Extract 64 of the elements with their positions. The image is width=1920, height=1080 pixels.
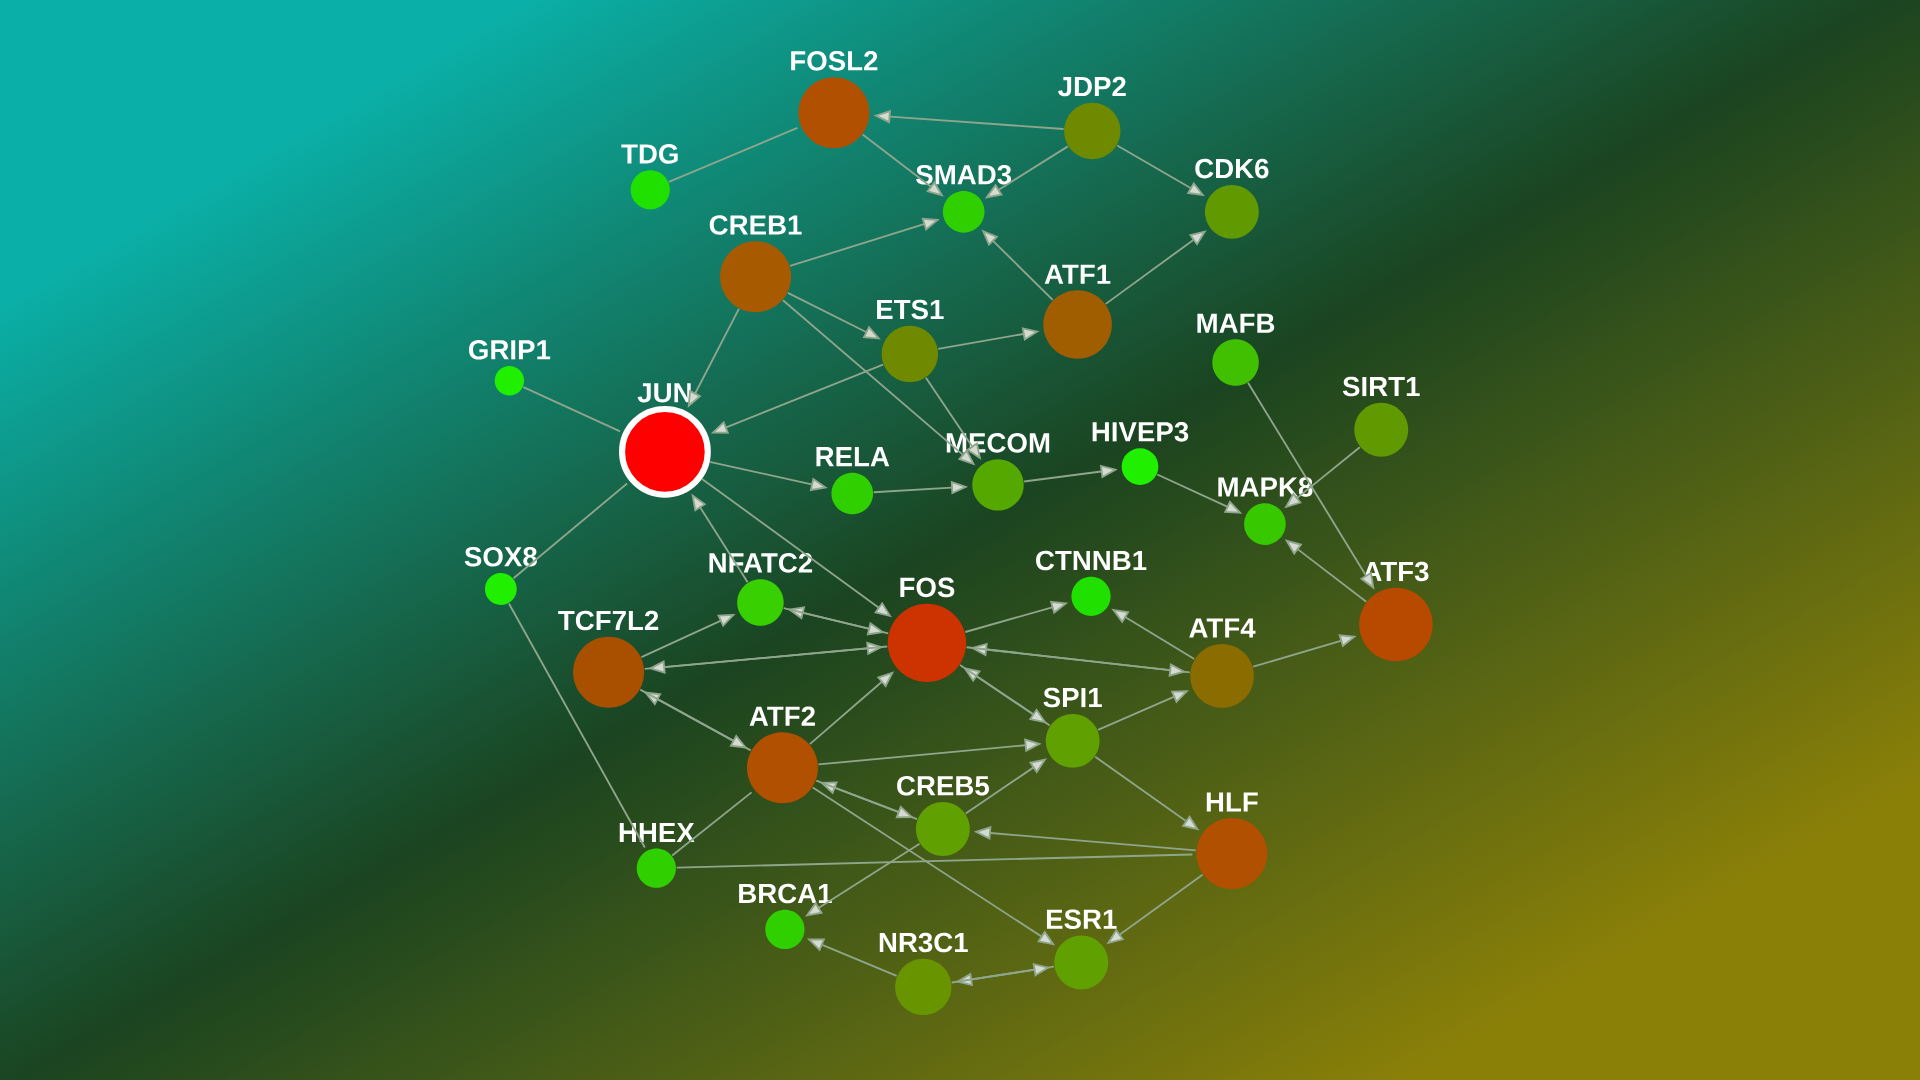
connector-line [508,602,646,849]
gene-node: TDG [621,144,678,210]
node-label: CTNNB1 [1036,550,1147,571]
node-label: JDP2 [1058,76,1126,97]
node-label: FOSL2 [791,51,878,71]
node-label: ETS1 [877,299,944,320]
node-label: CREB5 [897,775,989,796]
gene-node: JUN [619,383,711,498]
gene-node: HIVEP3 [1092,422,1189,485]
gene-node: ATF1 [1043,264,1112,359]
gene-node: NR3C1 [879,932,968,1016]
gene-node: SOX8 [464,547,537,605]
node-label: SIRT1 [1342,376,1420,397]
gene-node: SIRT1 [1342,376,1420,457]
gene-node: ATF4 [1189,618,1256,708]
node-label: NFATC2 [709,553,813,573]
gene-node: CREB5 [897,775,989,856]
gene-node: ESR1 [1046,909,1117,990]
connector-line [675,853,1194,869]
gene-node: MAPK8 [1218,477,1313,545]
node-label: GRIP1 [469,340,551,360]
node-label: CDK6 [1195,158,1269,179]
connector-line [512,482,629,580]
connector-line [667,127,799,183]
node-label: MAPK8 [1218,477,1313,497]
node-label: ATF4 [1189,618,1256,638]
node-label: HHEX [619,823,695,843]
gene-node: RELA [816,447,890,515]
gene-node: ETS1 [877,299,944,383]
gene-node: CDK6 [1195,158,1269,239]
connector-line [671,791,753,857]
gene-node: HHEX [619,823,695,888]
node-label: FOS [900,577,955,598]
gene-node: ATF2 [746,706,818,804]
node-label: MAFB [1197,313,1275,333]
node-label: HIVEP3 [1092,422,1189,442]
gene-node: TCF7L2 [558,610,659,708]
node-label: ATF1 [1044,264,1111,284]
gene-node: GRIP1 [469,340,551,396]
gene-node: JDP2 [1058,76,1126,160]
node-label: CREB1 [709,215,802,235]
node-label: ATF2 [749,706,815,726]
node-label: SMAD3 [916,164,1012,185]
node-label: SOX8 [464,546,537,567]
gene-node: FOS [887,577,967,683]
node-label: ESR1 [1046,909,1117,930]
node-label: NR3C1 [879,932,968,953]
gene-node: FOSL2 [791,51,878,149]
node-label: JUN [637,383,691,403]
node-label: TCF7L2 [558,610,659,631]
node-label: RELA [816,447,890,467]
gene-node: HLF [1196,792,1268,889]
connector-line [522,386,621,433]
node-label: BRCA1 [739,883,832,904]
gene-node: CREB1 [709,215,802,313]
gene-node: SPI1 [1043,687,1102,768]
gene-node: SMAD3 [916,164,1012,233]
gene-node: BRCA1 [739,883,832,949]
node-label: HLF [1206,792,1258,812]
node-label: SPI1 [1043,687,1102,708]
node-label: TDG [621,144,678,164]
gene-node: MAFB [1197,313,1275,386]
gene-node: CTNNB1 [1036,550,1147,616]
gene-node: NFATC2 [709,553,813,626]
